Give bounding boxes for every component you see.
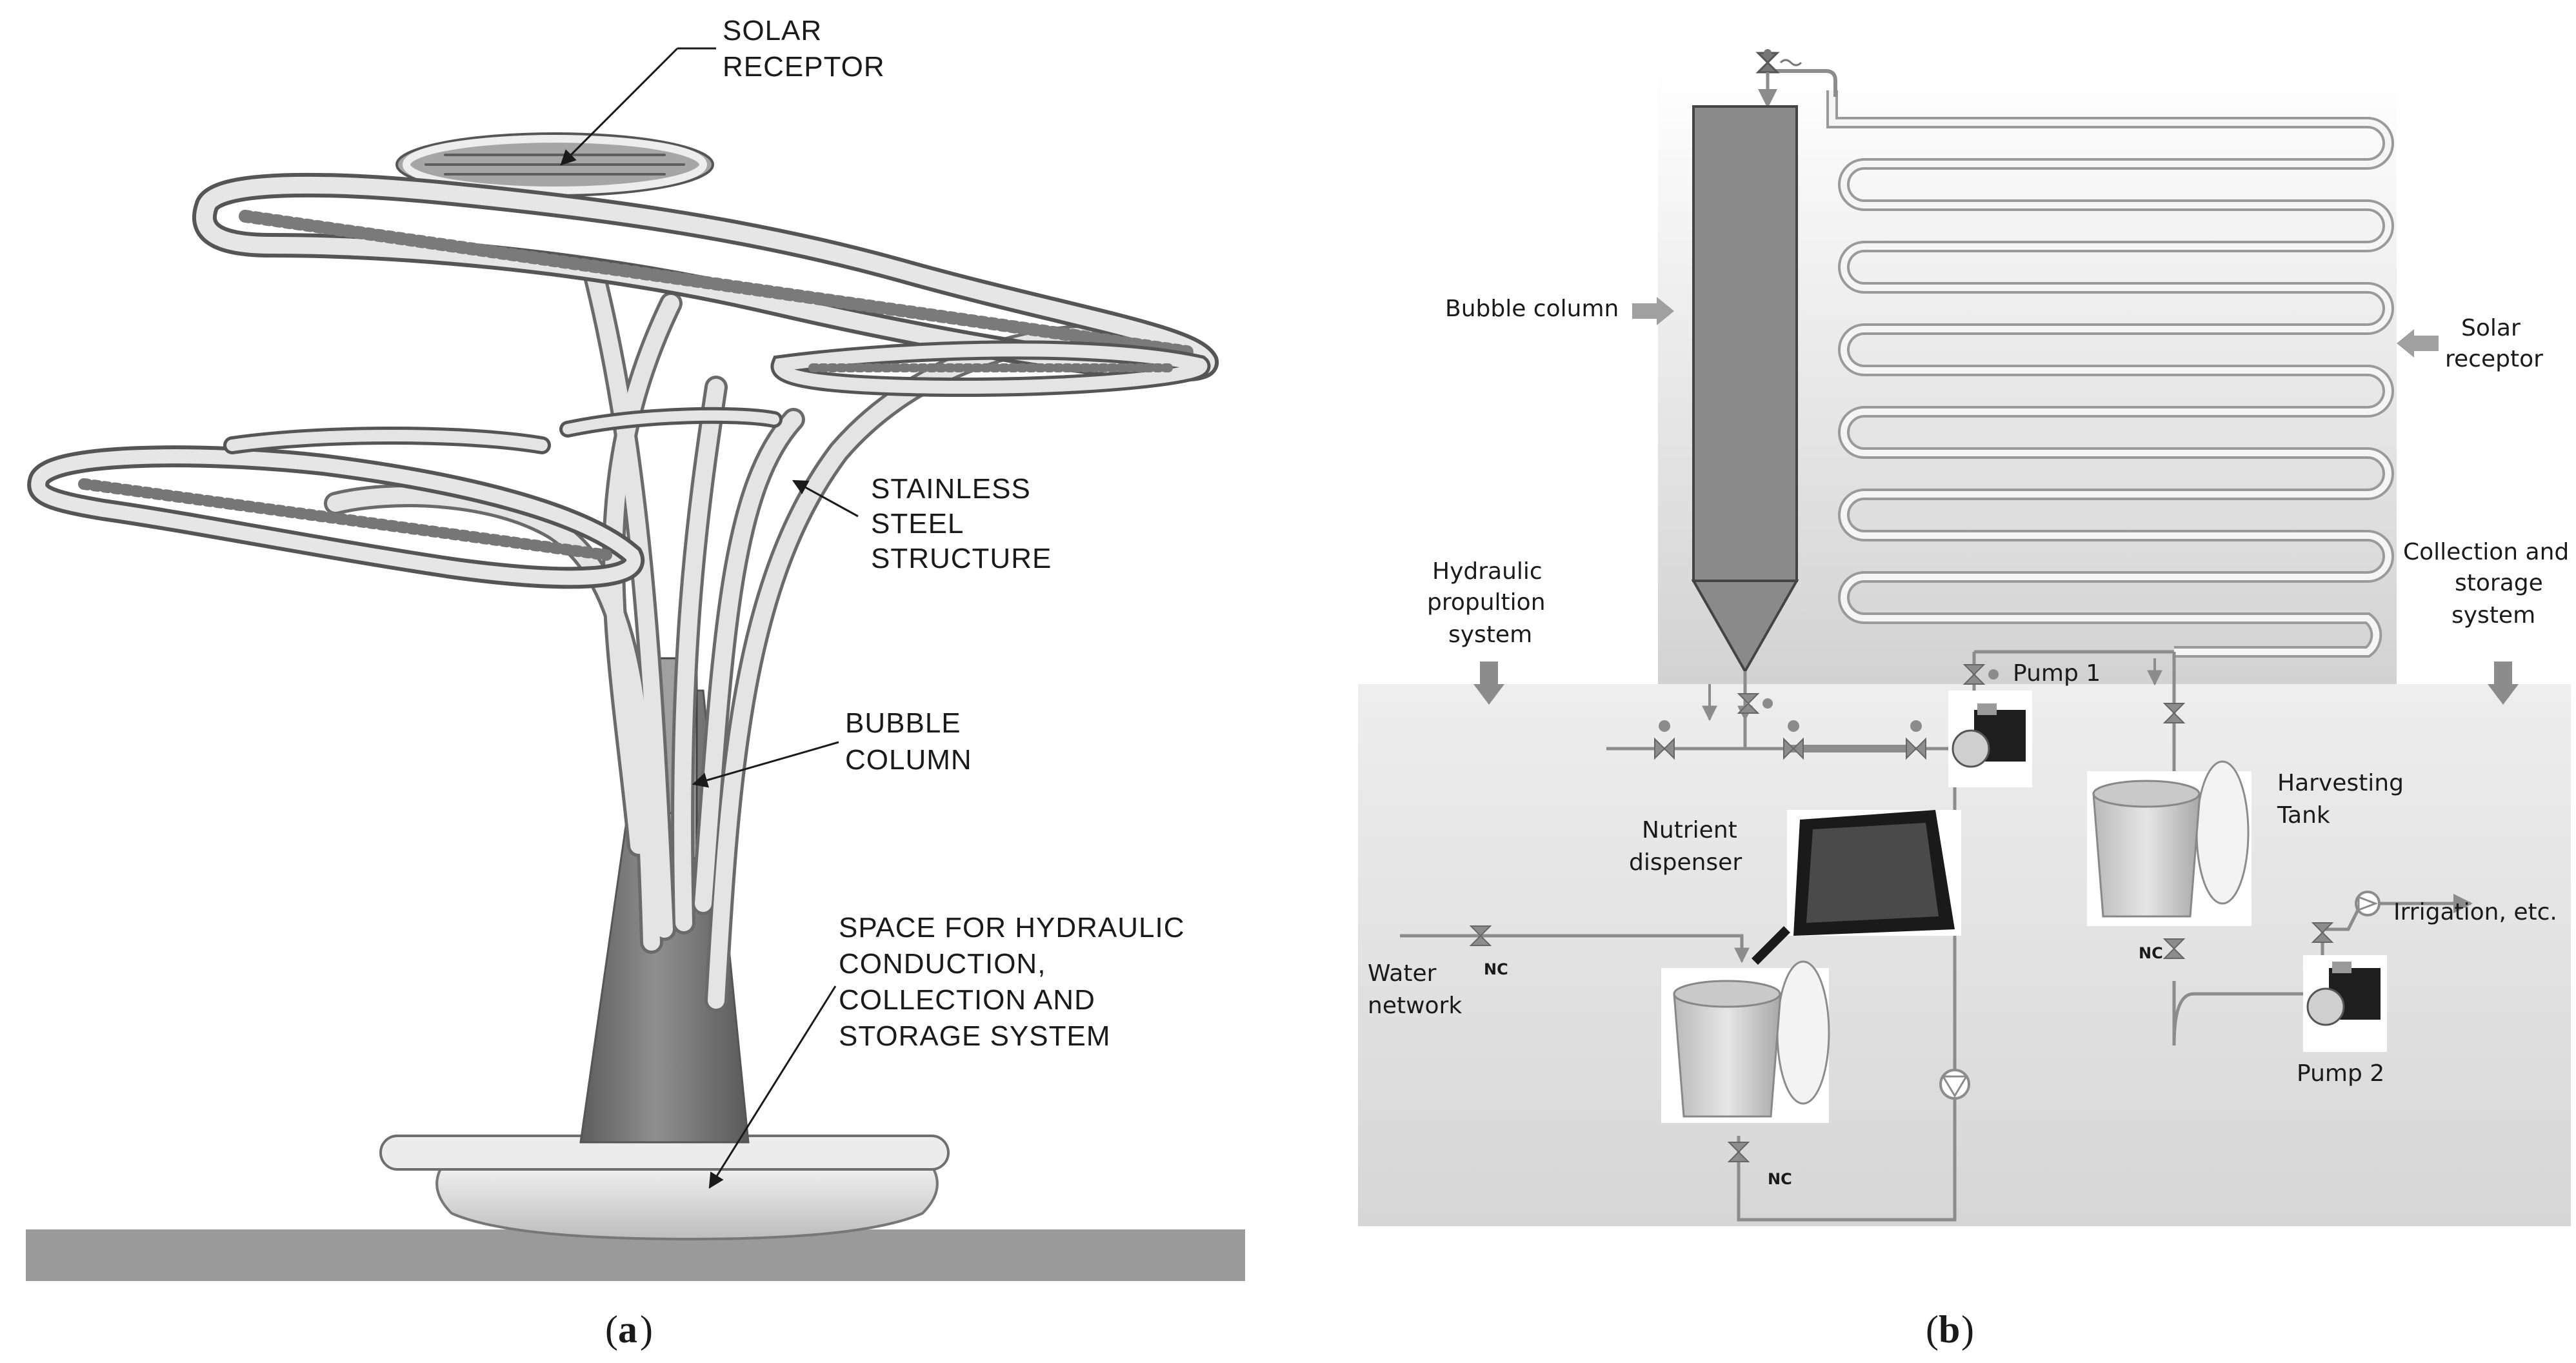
label-solar-receptor-b-1: Solar <box>2461 315 2521 341</box>
pump-2 <box>2303 955 2387 1052</box>
caption-b-letter: b <box>1939 1308 1960 1351</box>
label-hydraulic-3: system <box>1448 621 1532 648</box>
valve-actuators <box>1659 669 1999 732</box>
panel-a-tree-illustration: SOLAR RECEPTOR STAINLESS STEEL STRUCTURE… <box>26 15 1245 1351</box>
caption-a-close: ) <box>640 1308 653 1351</box>
valves <box>1469 664 2334 1162</box>
label-space-4: STORAGE SYSTEM <box>839 1020 1111 1052</box>
label-pump-1: Pump 1 <box>2013 660 2101 687</box>
label-solar-receptor-1: SOLAR <box>723 15 822 46</box>
label-nutrient-2: dispenser <box>1629 849 1742 876</box>
nutrient-dispenser <box>1752 810 1961 965</box>
label-nc-harvest: NC <box>2139 944 2163 962</box>
caption-b-open: ( <box>1926 1308 1939 1351</box>
label-nutrient-1: Nutrient <box>1642 817 1737 843</box>
check-valve-irrigation <box>2355 891 2381 916</box>
label-bubble-1: BUBBLE <box>845 707 961 739</box>
label-solar-receptor-b-2: receptor <box>2445 346 2543 372</box>
label-stainless-3: STRUCTURE <box>871 543 1052 574</box>
leader-space-hydraulic <box>708 985 837 1189</box>
label-collection-1: Collection and <box>2403 539 2569 565</box>
label-bubble-column: Bubble column <box>1445 296 1619 322</box>
label-harvesting-2: Tank <box>2277 802 2330 829</box>
arrow-bubble-column <box>1632 297 1674 325</box>
top-valve <box>1755 49 1802 74</box>
leader-stainless-steel <box>792 480 859 518</box>
label-bubble-2: COLUMN <box>845 744 972 776</box>
panel-a-annotations: SOLAR RECEPTOR STAINLESS STEEL STRUCTURE… <box>560 15 1185 1189</box>
leader-bubble-column <box>692 741 839 788</box>
base-planter <box>379 1135 950 1241</box>
arrow-hydraulic <box>1473 661 1504 705</box>
label-space-2: CONDUCTION, <box>839 948 1046 980</box>
label-nc-prep: NC <box>1768 1170 1792 1188</box>
label-irrigation: Irrigation, etc. <box>2393 899 2557 925</box>
caption-b-close: ) <box>1961 1308 1974 1351</box>
label-collection-3: system <box>2451 602 2535 629</box>
panel-b-system-schematic: Bubble column Solar receptor Hydraulic p… <box>1358 49 2571 1351</box>
label-water-2: network <box>1368 993 1462 1019</box>
label-pump-2: Pump 2 <box>2297 1060 2384 1087</box>
caption-a-letter: a <box>618 1308 637 1351</box>
leaf-left-lower <box>27 407 783 589</box>
caption-a-open: ( <box>605 1308 618 1351</box>
label-space-3: COLLECTION AND <box>839 984 1095 1016</box>
label-solar-receptor-2: RECEPTOR <box>723 51 885 83</box>
check-valve <box>1939 1069 1970 1100</box>
label-stainless-1: STAINLESS <box>871 473 1031 505</box>
pump-1 <box>1948 691 2032 787</box>
solar-receptor-leaves <box>27 132 1219 589</box>
label-hydraulic-1: Hydraulic <box>1432 558 1543 585</box>
arrow-solar-receptor <box>2397 329 2439 358</box>
label-harvesting-1: Harvesting <box>2277 770 2404 796</box>
label-water-1: Water <box>1368 960 1437 987</box>
leaf-middle-right <box>770 340 1211 398</box>
bubble-column <box>1691 105 1799 674</box>
preparation-tank <box>1661 960 1830 1123</box>
label-hydraulic-2: propultion <box>1427 589 1546 616</box>
label-collection-2: storage <box>2455 570 2543 596</box>
arrow-collection <box>2488 661 2519 705</box>
label-nc-water: NC <box>1484 960 1508 978</box>
label-space-1: SPACE FOR HYDRAULIC <box>839 912 1185 944</box>
leader-solar-receptor <box>560 47 679 166</box>
stainless-steel-structure <box>324 259 1108 1012</box>
label-stainless-2: STEEL <box>871 508 964 540</box>
harvesting-tank <box>2087 760 2252 926</box>
